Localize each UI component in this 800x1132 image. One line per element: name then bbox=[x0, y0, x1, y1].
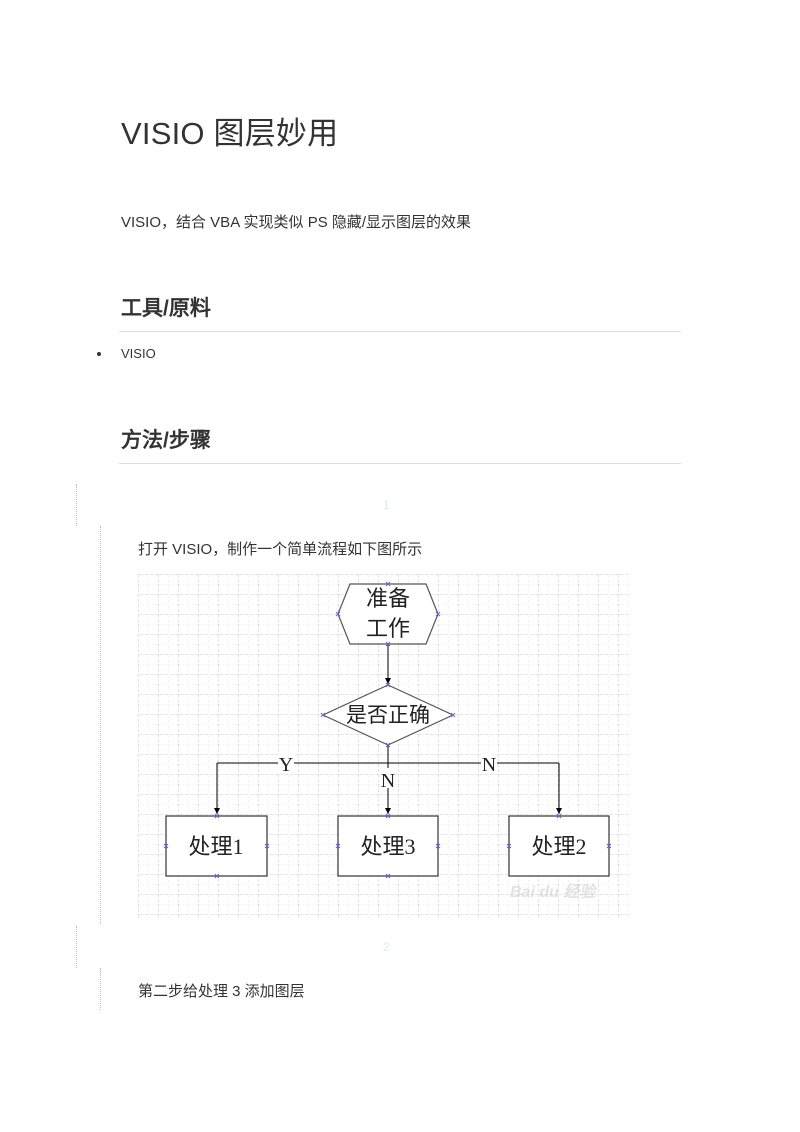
branch-label-yes: Y bbox=[279, 754, 293, 776]
step-number: 2 bbox=[383, 940, 396, 954]
connection-points bbox=[163, 581, 612, 879]
bullet-dot bbox=[97, 352, 101, 356]
step-text: 打开 VISIO，制作一个简单流程如下图所示 bbox=[138, 541, 423, 558]
watermark-logo: Bai du 经验 bbox=[510, 884, 596, 901]
divider bbox=[119, 331, 681, 332]
step-rail bbox=[100, 968, 101, 1010]
step-rail bbox=[76, 484, 77, 526]
step-rail bbox=[76, 926, 77, 968]
intro-text: VISIO，结合 VBA 实现类似 PS 隐藏/显示图层的效果 bbox=[121, 214, 472, 231]
start-label: 准备 bbox=[366, 586, 410, 611]
process-label: 处理1 bbox=[188, 834, 243, 859]
method-heading: 方法/步骤 bbox=[121, 429, 211, 452]
step-rail bbox=[100, 526, 101, 924]
branch-label-no: N bbox=[381, 770, 395, 792]
decision-label: 是否正确 bbox=[346, 703, 430, 727]
divider bbox=[119, 463, 681, 464]
process-box bbox=[337, 815, 439, 877]
process-box bbox=[508, 815, 610, 877]
step-text: 第二步给处理 3 添加图层 bbox=[138, 983, 305, 1000]
tools-list-item: VISIO bbox=[121, 346, 156, 361]
process-label: 处理3 bbox=[360, 834, 415, 859]
step-number: 1 bbox=[383, 498, 396, 512]
start-label: 工作 bbox=[366, 616, 410, 641]
branch-label-no: N bbox=[482, 754, 496, 776]
page-title: VISIO 图层妙用 bbox=[121, 116, 339, 151]
tools-heading: 工具/原料 bbox=[121, 297, 211, 320]
process-label: 处理2 bbox=[531, 834, 586, 859]
flowchart-image: 准备 工作 是否正确 Y N N 处理1 处理3 处理2 bbox=[138, 574, 630, 918]
